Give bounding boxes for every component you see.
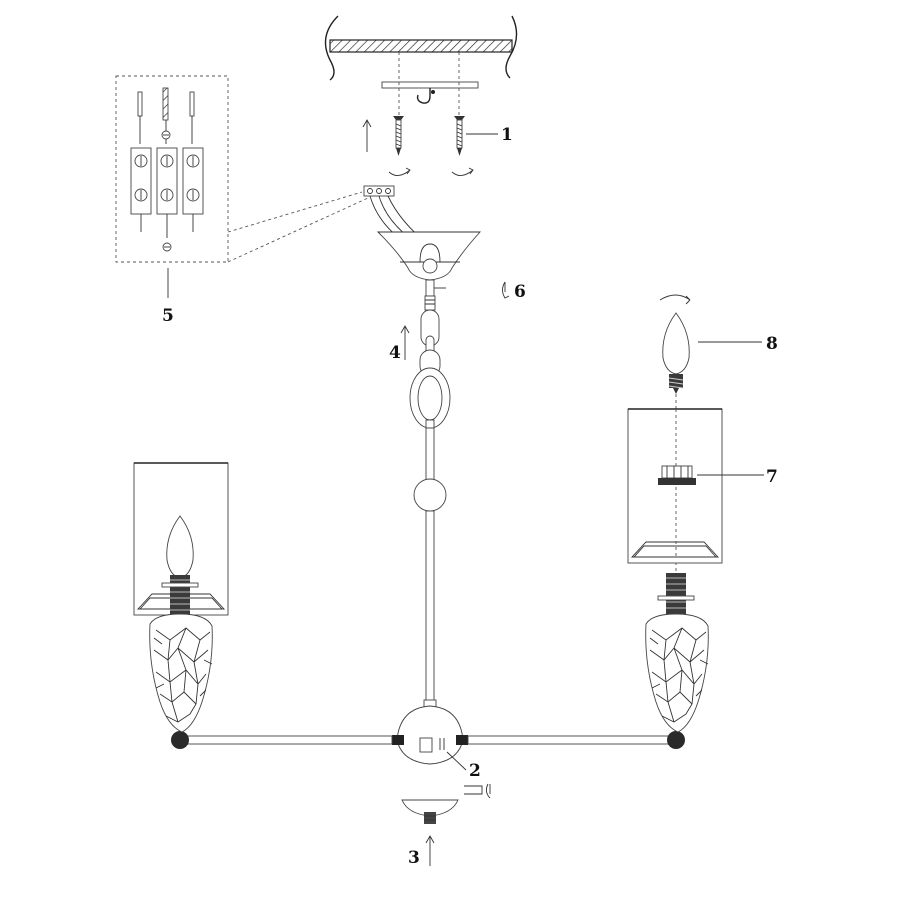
left-lamp (133, 462, 229, 733)
chain (409, 295, 451, 429)
center-rod (413, 427, 447, 709)
hub-cap (401, 799, 459, 824)
ceiling (324, 15, 518, 81)
terminal-block-detail (115, 75, 369, 298)
rotate-arrow-icon (388, 167, 474, 176)
up-arrow-icon (400, 325, 410, 360)
callout-5: 5 (162, 306, 174, 326)
left-arm (171, 731, 393, 749)
center-hub (392, 705, 468, 771)
right-lamp (627, 294, 723, 733)
up-arrow-icon (362, 119, 372, 152)
leader-lines (466, 133, 764, 476)
callout-1: 1 (501, 125, 513, 145)
screw-turn-icon (464, 783, 491, 799)
screw-turn-icon (502, 281, 510, 299)
right-arm (467, 731, 685, 749)
callout-6: 6 (514, 282, 526, 302)
up-arrow-icon (425, 835, 435, 866)
screw-right (454, 116, 465, 156)
callout-8: 8 (766, 334, 778, 354)
screw-left (393, 116, 404, 156)
callout-2: 2 (469, 761, 481, 781)
callout-4: 4 (389, 343, 401, 363)
callout-3: 3 (408, 848, 420, 868)
mounting-bracket (381, 52, 479, 120)
callout-7: 7 (766, 467, 778, 487)
ceiling-canopy (376, 231, 482, 297)
